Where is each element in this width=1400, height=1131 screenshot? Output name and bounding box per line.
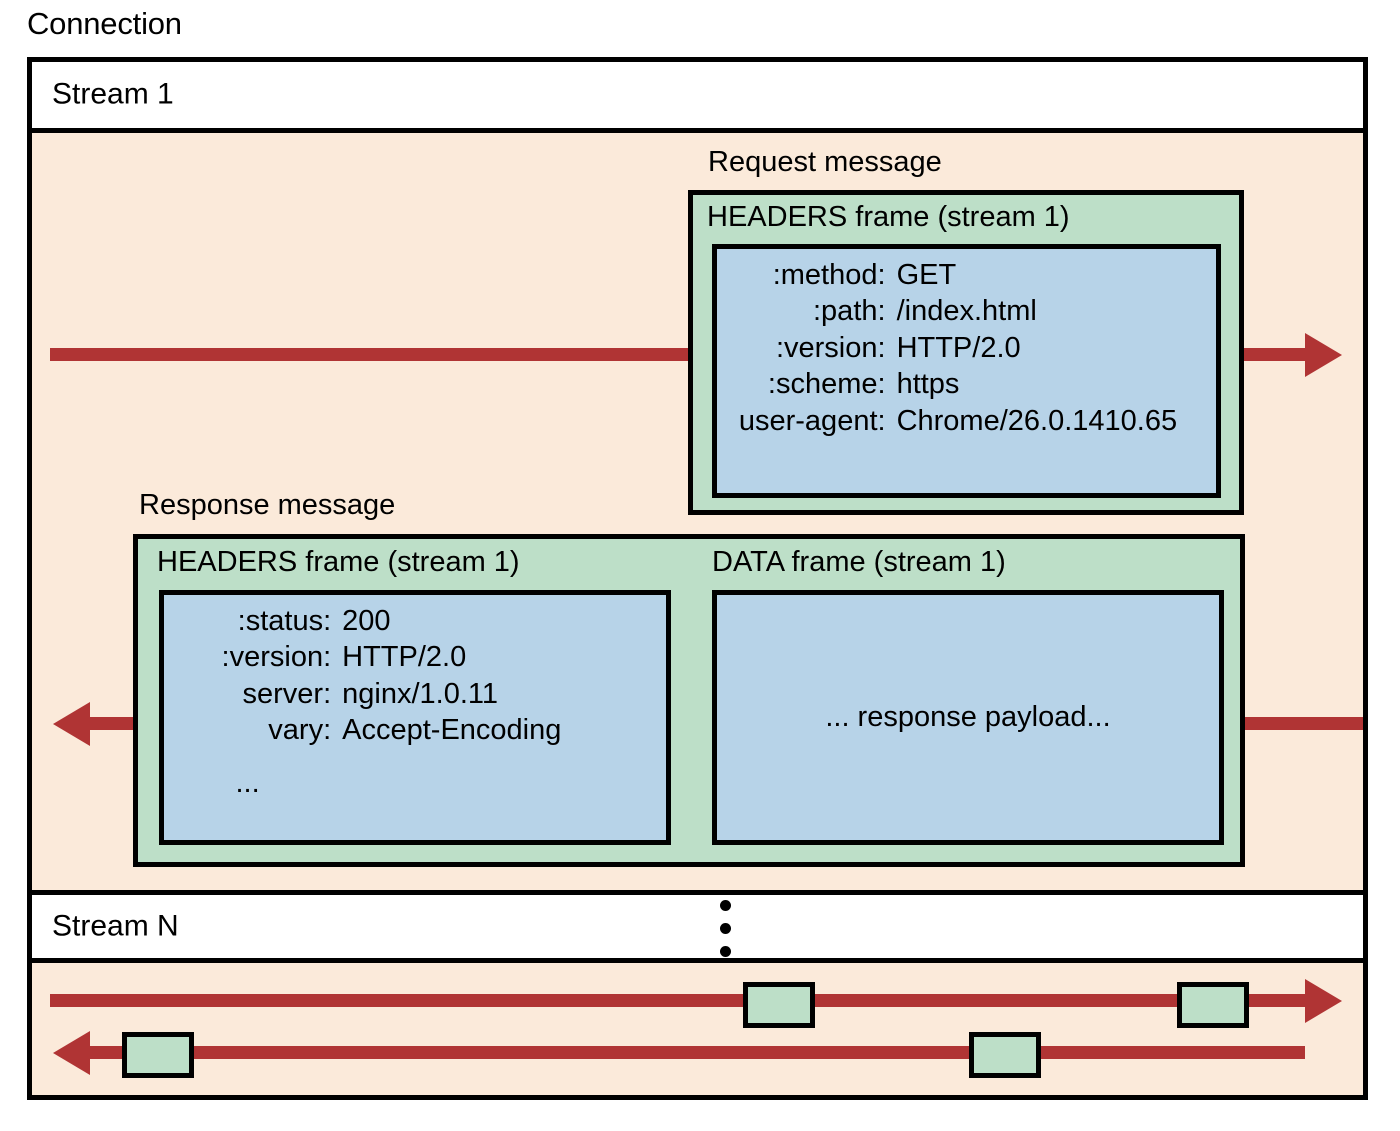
header-key: vary: [268, 714, 332, 747]
table-row: vary: Accept-Encoding [164, 712, 666, 748]
response-data-frame-title: DATA frame (stream 1) [712, 546, 1006, 578]
stream-n-inbound-arrow-head [53, 1031, 90, 1075]
header-key: :version: [221, 641, 332, 674]
header-value: GET [896, 259, 957, 291]
stream-n-outbound-arrow-head [1305, 979, 1342, 1023]
stream-n-label: Stream N [52, 908, 179, 942]
response-arrow-head-left [53, 702, 90, 746]
response-headers-payload: :status: 200 :version: HTTP/2.0 server: … [159, 590, 671, 845]
header-key: :path: [813, 295, 886, 328]
header-key: :method: [772, 259, 886, 291]
stream-n-inbound-frame-2 [969, 1032, 1041, 1078]
response-payload-text: ... response payload... [825, 701, 1111, 733]
response-headers-frame-title: HEADERS frame (stream 1) [157, 546, 520, 578]
table-row: server: nginx/1.0.11 [164, 676, 666, 712]
stream-n-inbound-frame-1 [122, 1032, 194, 1078]
table-row: :version: HTTP/2.0 [717, 330, 1216, 366]
header-value: nginx/1.0.11 [342, 677, 499, 710]
table-row: ... [164, 749, 666, 801]
stream-n-outbound-frame-1 [743, 982, 815, 1028]
stream-1-header: Stream 1 [32, 62, 1363, 133]
header-key: :version: [775, 331, 886, 364]
header-value: Accept-Encoding [342, 714, 562, 747]
connection-title: Connection [27, 6, 182, 41]
connection-box: Stream 1 Request message HEADERS frame (… [27, 57, 1368, 1100]
header-continuation: ... [235, 766, 260, 799]
request-headers-frame-title: HEADERS frame (stream 1) [707, 201, 1070, 233]
header-value: https [896, 368, 960, 401]
request-headers-frame: HEADERS frame (stream 1) :method: GET :p… [688, 190, 1244, 515]
response-data-payload: ... response payload... [712, 590, 1224, 845]
response-message-label: Response message [139, 489, 396, 521]
header-key: :scheme: [767, 368, 886, 401]
stream-n-outbound-frame-2 [1177, 982, 1249, 1028]
stream-n-header: Stream N [32, 890, 1363, 963]
table-row: user-agent: Chrome/26.0.1410.65 [717, 403, 1216, 439]
header-key: user-agent: [738, 404, 886, 437]
header-value: HTTP/2.0 [896, 331, 1021, 364]
stream-n-outbound-arrow-line [50, 994, 1305, 1007]
vertical-ellipsis-icon [720, 900, 732, 962]
header-value: Chrome/26.0.1410.65 [896, 404, 1178, 437]
response-header-list: :status: 200 :version: HTTP/2.0 server: … [164, 603, 666, 801]
request-message-label: Request message [708, 146, 942, 178]
stream-1-label: Stream 1 [52, 77, 174, 111]
table-row: :method: GET [717, 257, 1216, 293]
table-row: :path: /index.html [717, 293, 1216, 329]
table-row: :status: 200 [164, 603, 666, 639]
request-arrow-head-right [1305, 333, 1342, 377]
header-value: HTTP/2.0 [342, 641, 467, 674]
request-headers-payload: :method: GET :path: /index.html :version… [712, 244, 1221, 498]
header-key: server: [242, 677, 332, 710]
response-message-frames: HEADERS frame (stream 1) DATA frame (str… [133, 534, 1245, 867]
header-value: 200 [342, 605, 391, 637]
header-key: :status: [237, 605, 332, 637]
header-value: /index.html [896, 295, 1037, 328]
table-row: :version: HTTP/2.0 [164, 639, 666, 675]
stream-n-inbound-arrow-line [90, 1046, 1305, 1059]
request-header-list: :method: GET :path: /index.html :version… [717, 257, 1216, 439]
table-row: :scheme: https [717, 366, 1216, 402]
